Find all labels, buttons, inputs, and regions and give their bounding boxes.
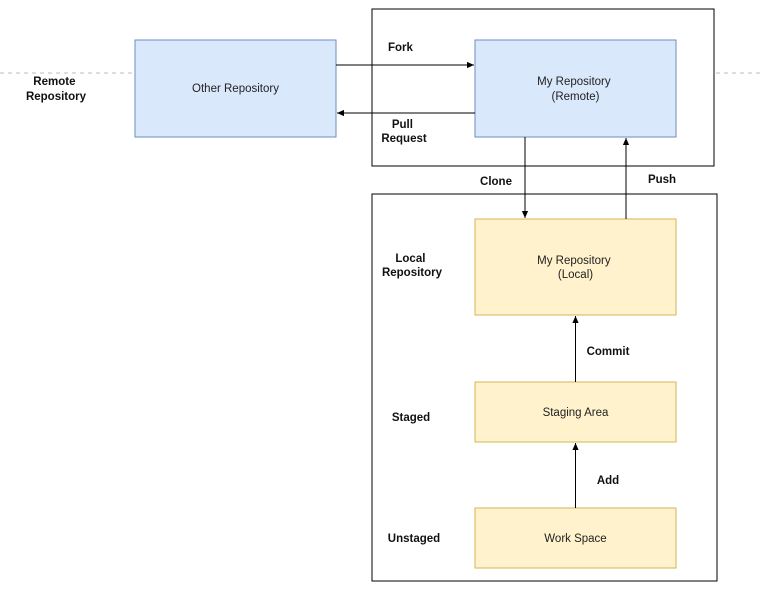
work-space-node[interactable]: Work Space bbox=[474, 507, 677, 569]
staging-area-node[interactable]: Staging Area bbox=[474, 381, 677, 443]
add-label: Add bbox=[597, 475, 619, 487]
local-container bbox=[371, 193, 718, 582]
my-repository-local-label: My Repository (Local) bbox=[537, 255, 614, 281]
other-repository-label: Other Repository bbox=[192, 83, 279, 95]
my-repository-remote-node[interactable]: My Repository (Remote) bbox=[474, 39, 677, 138]
my-repository-local-node[interactable]: My Repository (Local) bbox=[474, 218, 677, 316]
work-space-label: Work Space bbox=[544, 533, 606, 545]
commit-label: Commit bbox=[587, 346, 630, 358]
other-repository-node[interactable]: Other Repository bbox=[134, 39, 337, 138]
unstaged-zone-label: Unstaged bbox=[388, 533, 440, 545]
staged-zone-label: Staged bbox=[392, 412, 430, 424]
local-repository-zone-label: Local Repository bbox=[382, 253, 443, 279]
remote-repository-zone-label: Remote Repository bbox=[26, 76, 87, 103]
remote-container bbox=[371, 8, 715, 167]
fork-label: Fork bbox=[388, 42, 414, 54]
staging-area-label: Staging Area bbox=[543, 407, 609, 419]
push-label: Push bbox=[648, 174, 676, 186]
pull-request-label: Pull Request bbox=[381, 119, 427, 145]
my-repository-remote-label: My Repository (Remote) bbox=[537, 76, 614, 103]
clone-label: Clone bbox=[480, 176, 512, 188]
